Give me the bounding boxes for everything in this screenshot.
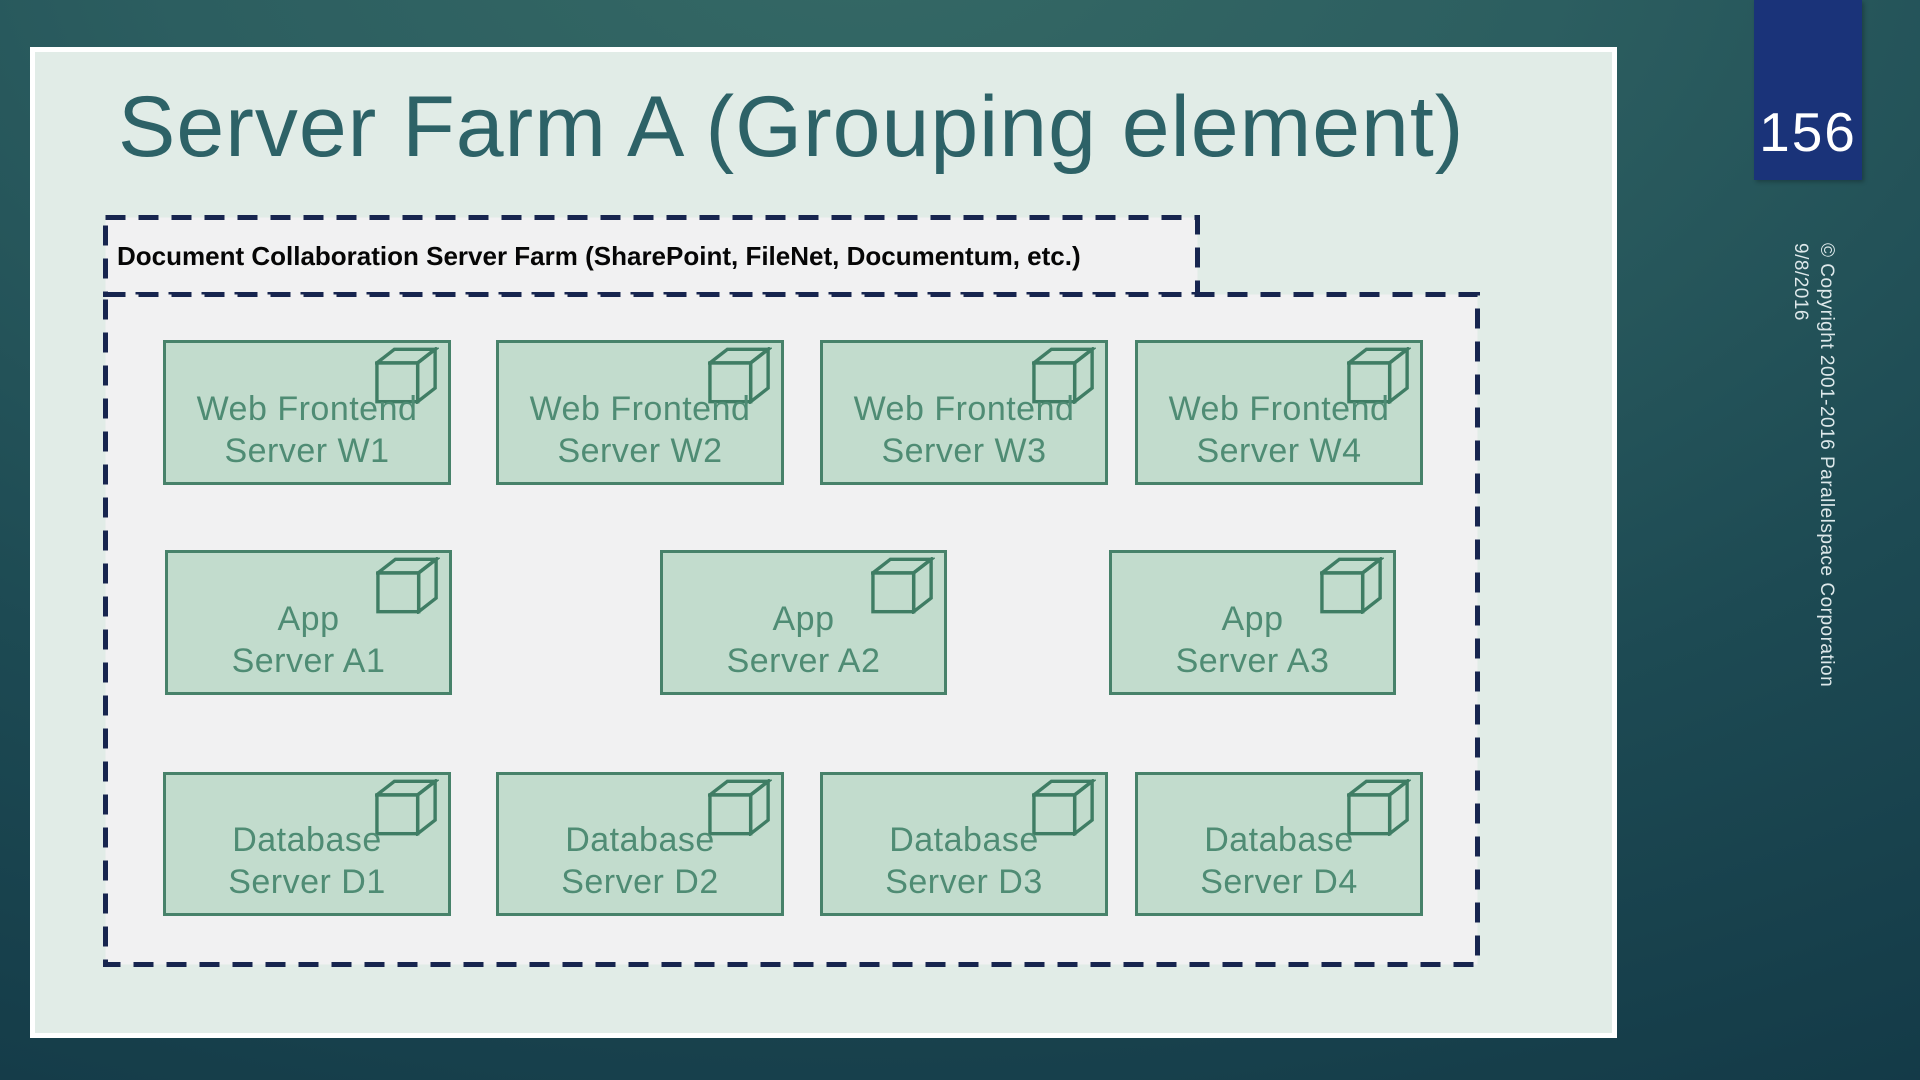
cube-3d-icon	[1032, 779, 1096, 836]
cube-3d-icon	[375, 779, 439, 836]
slide-title: Server Farm A (Grouping element)	[118, 79, 1465, 175]
page-number-tab: 156	[1754, 0, 1862, 180]
cube-3d-icon	[375, 347, 439, 404]
copyright-text: © Copyright 2001-2016 Parallelspace Corp…	[1816, 243, 1837, 688]
cube-3d-icon	[1032, 347, 1096, 404]
cube-3d-icon	[1320, 557, 1384, 614]
cube-3d-icon	[871, 557, 935, 614]
slide-canvas: Server Farm A (Grouping element) Documen…	[30, 47, 1617, 1038]
cube-3d-icon	[708, 779, 772, 836]
cube-3d-icon	[1347, 779, 1411, 836]
group-label-text: Document Collaboration Server Farm (Shar…	[117, 240, 1081, 271]
dashed-border	[103, 215, 1200, 297]
sidebar-meta: © Copyright 2001-2016 Parallelspace Corp…	[1787, 243, 1839, 687]
cube-3d-icon	[376, 557, 440, 614]
cube-3d-icon	[1347, 347, 1411, 404]
cube-3d-icon	[708, 347, 772, 404]
page-number: 156	[1759, 101, 1857, 163]
group-label-box: Document Collaboration Server Farm (Shar…	[103, 215, 1200, 297]
date-text: 9/8/2016	[1790, 243, 1811, 321]
